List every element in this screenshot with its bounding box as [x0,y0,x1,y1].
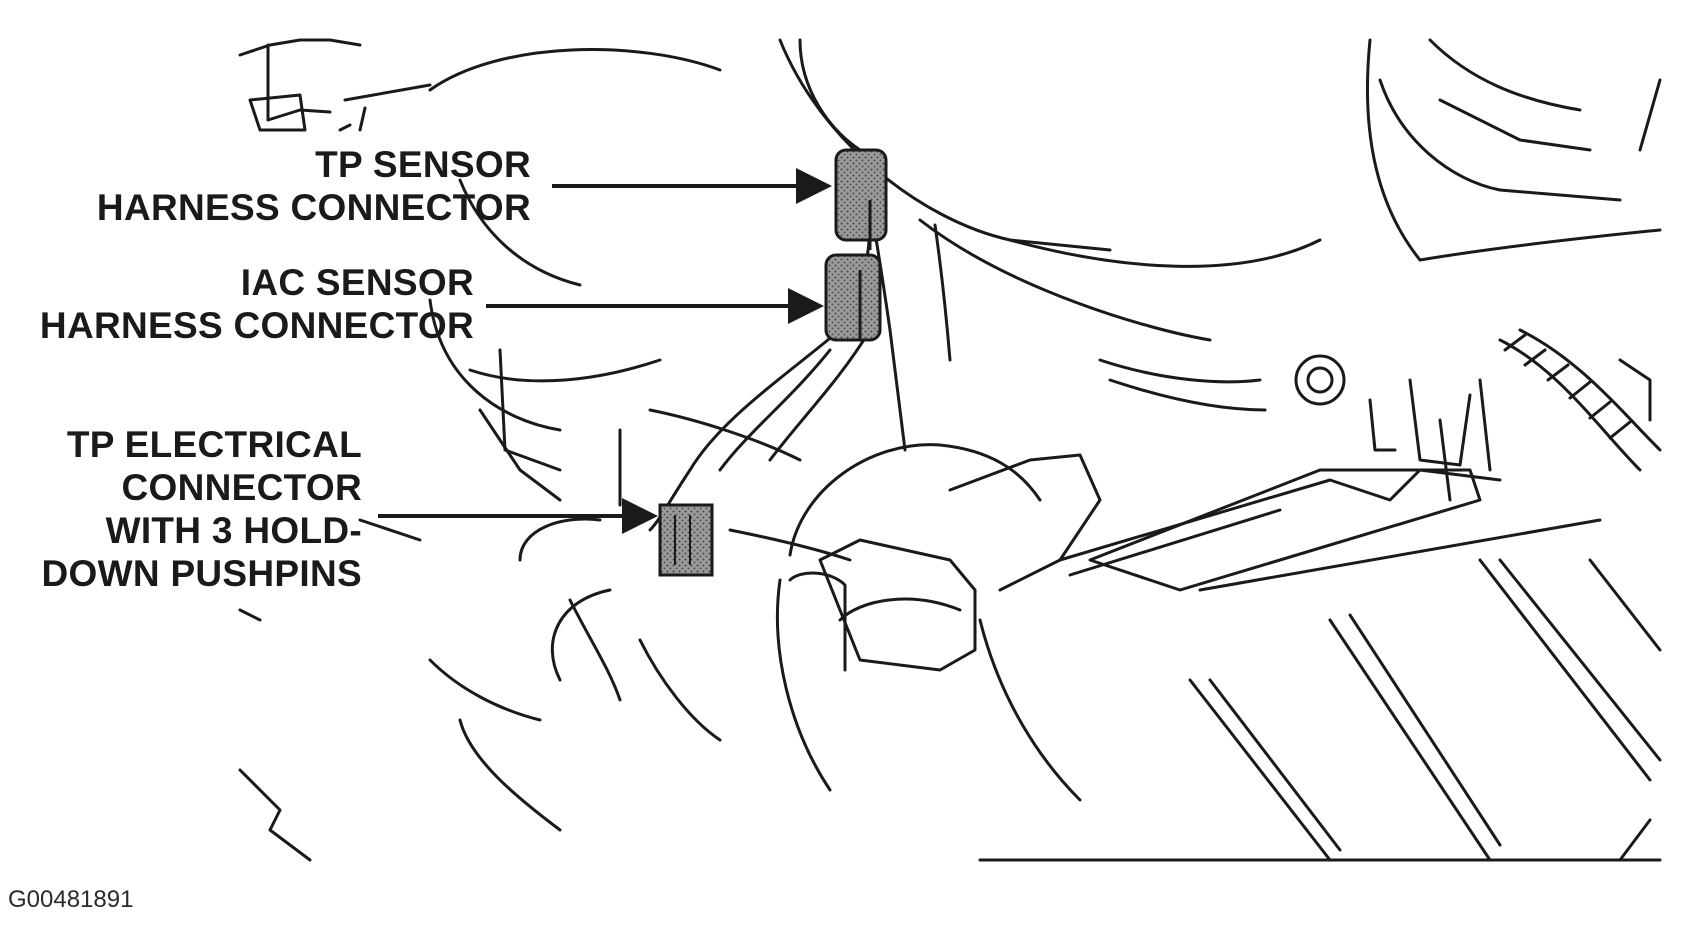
callout-tp-sensor-line2: HARNESS CONNECTOR [96,187,531,228]
callout-tp-electrical-line4: DOWN PUSHPINS [41,553,362,594]
leader-arrows [378,168,832,534]
callout-iac-sensor-line2: HARNESS CONNECTOR [39,305,474,346]
callout-tp-electrical-line1: TP ELECTRICAL [66,424,362,465]
callout-tp-electrical-line2: CONNECTOR [121,467,362,508]
figure-id: G00481891 [8,886,134,913]
callout-iac-sensor-harness: IAC SENSOR HARNESS CONNECTOR [40,261,474,347]
wire-harness [550,218,872,682]
callout-tp-electrical-line3: WITH 3 HOLD- [105,510,362,551]
callout-iac-sensor-line1: IAC SENSOR [240,262,474,303]
callout-tp-electrical: TP ELECTRICAL CONNECTOR WITH 3 HOLD- DOW… [42,423,362,595]
tp-electrical-connector [658,503,714,577]
callout-tp-sensor-line1: TP SENSOR [315,144,531,185]
iac-sensor-harness-connector [824,253,882,342]
callout-tp-sensor-harness: TP SENSOR HARNESS CONNECTOR [97,143,531,229]
tp-sensor-harness-connector [834,148,888,250]
background-engine-outlines [238,38,1662,862]
